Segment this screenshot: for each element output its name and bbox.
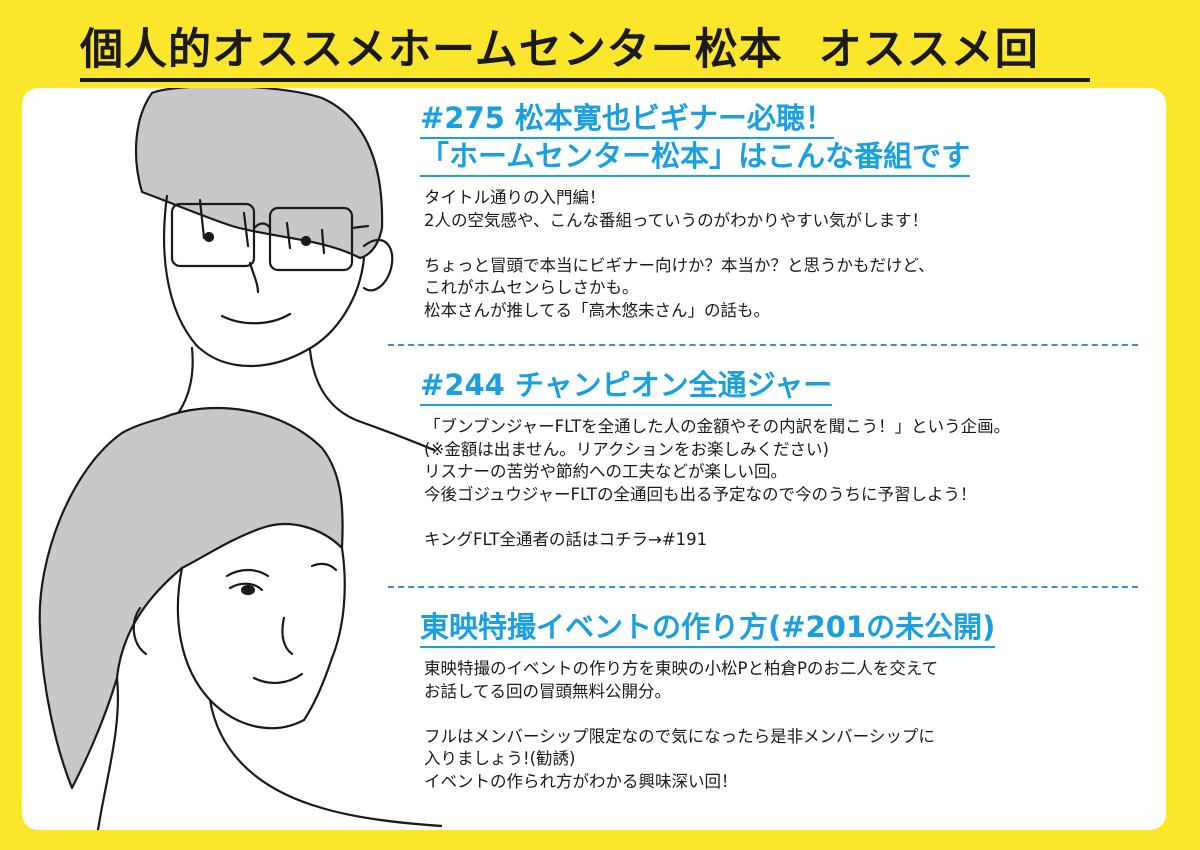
episode-275-line: タイトル通りの入門編！ <box>424 188 606 207</box>
episode-275: #275 松本寛也ビギナー必聴！ 「ホームセンター松本」はこんな番組です タイト… <box>420 101 1160 323</box>
episode-275-title-line1[interactable]: #275 松本寛也ビギナー必聴！ <box>420 101 834 139</box>
episode-244-line: キングFLT全通者の話はコチラ→#191 <box>424 529 708 549</box>
episode-201-line: お話してる回の冒頭無料公開分。 <box>424 681 672 701</box>
page-title: 個人的オススメホームセンター松本オススメ回 <box>80 22 1090 82</box>
episode-244-description: 「ブンブンジャーFLTを全通した人の金額やその内訳を聞こう！」という企画。 (※… <box>420 416 1160 552</box>
episode-201-description: 東映特撮のイベントの作り方を東映の小松Pと柏倉Pのお二人を交えて お話してる回の… <box>420 658 1160 794</box>
episode-201-line: 東映特撮のイベントの作り方を東映の小松Pと柏倉Pのお二人を交えて <box>424 659 939 678</box>
episode-244-line <box>424 506 1160 529</box>
episode-275-line: 松本さんが推してる「高木悠未さん」の話も。 <box>424 300 771 320</box>
episode-201-line: イベントの作られ方がわかる興味深い回！ <box>424 771 738 791</box>
episode-244: #244 チャンピオン全通ジャー 「ブンブンジャーFLTを全通した人の金額やその… <box>420 368 1160 552</box>
episode-275-title-line2[interactable]: 「ホームセンター松本」はこんな番組です <box>420 139 971 177</box>
episode-275-line: 2人の空気感や、こんな番組っていうのがわかりやすい気がします！ <box>424 210 929 230</box>
episode-275-description: タイトル通りの入門編！ 2人の空気感や、こんな番組っていうのがわかりやすい気がし… <box>420 187 1160 323</box>
episode-201-line: 入りましょう!(勧誘) <box>424 749 576 769</box>
episode-244-title[interactable]: #244 チャンピオン全通ジャー <box>420 368 1160 406</box>
episode-201-title[interactable]: 東映特撮イベントの作り方(#201の未公開) <box>420 610 1160 648</box>
episode-275-line: これがホムセンらしさかも。 <box>424 278 639 298</box>
episode-244-line: 「ブンブンジャーFLTを全通した人の金額やその内訳を聞こう！」という企画。 <box>424 417 1011 436</box>
episode-275-line <box>424 232 1160 255</box>
man-illustration <box>110 88 436 520</box>
page-title-main: 個人的オススメホームセンター松本 <box>80 25 783 75</box>
episode-244-line: (※金額は出ません。リアクションをお楽しみください) <box>424 439 829 459</box>
episode-201-line: フルはメンバーシップ限定なので気になったら是非メンバーシップに <box>424 726 935 746</box>
episode-201-title-line1[interactable]: 東映特撮イベントの作り方(#201の未公開) <box>420 610 996 648</box>
episode-275-title[interactable]: #275 松本寛也ビギナー必聴！ 「ホームセンター松本」はこんな番組です <box>420 101 1160 177</box>
episode-201-line <box>424 703 1160 726</box>
episode-201-unreleased: 東映特撮イベントの作り方(#201の未公開) 東映特撮のイベントの作り方を東映の… <box>420 610 1160 794</box>
episode-244-line: リスナーの苦労や節約への工夫などが楽しい回。 <box>424 462 787 482</box>
page-title-sub: オススメ回 <box>818 25 1039 75</box>
episode-244-title-line1[interactable]: #244 チャンピオン全通ジャー <box>420 368 833 406</box>
woman-illustration <box>38 406 442 830</box>
episode-275-line: ちょっと冒頭で本当にビギナー向けか？本当か？と思うかもだけど、 <box>424 255 935 275</box>
section-divider <box>388 344 1138 346</box>
illustration-two-people <box>38 88 442 830</box>
content-card: #275 松本寛也ビギナー必聴！ 「ホームセンター松本」はこんな番組です タイト… <box>22 88 1166 830</box>
episode-244-line: 今後ゴジュウジャーFLTの全通回も出る予定なので今のうちに予習しよう！ <box>424 484 977 504</box>
section-divider <box>388 586 1138 588</box>
